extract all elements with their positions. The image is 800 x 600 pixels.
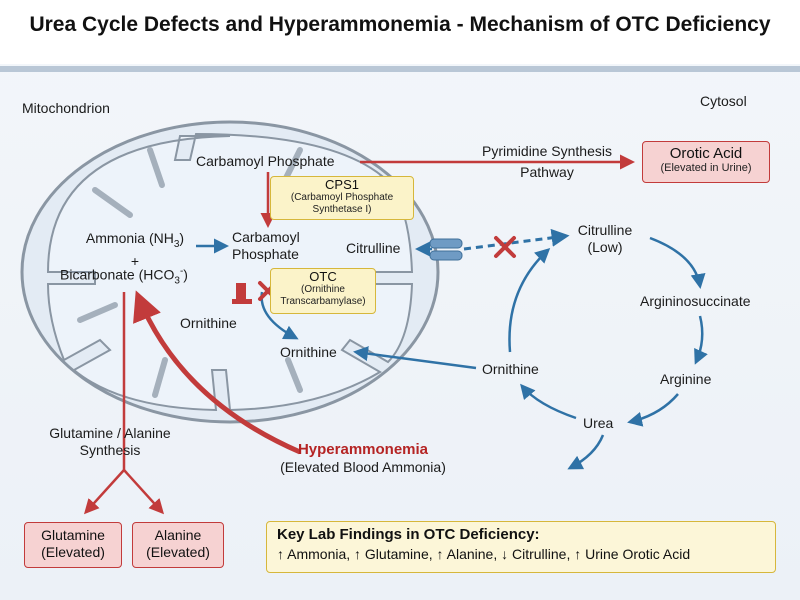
crista: [152, 357, 168, 398]
crista: [282, 147, 303, 183]
arrow-arginine-to-urea: [627, 393, 679, 427]
pyrimidine-line2: Pathway: [520, 164, 574, 180]
otc-inhibition-block: [232, 283, 252, 304]
pyrimidine-label: Pyrimidine Synthesis Pathway: [462, 143, 632, 181]
urea-label: Urea: [583, 415, 614, 431]
citrulline-cytosol-text: Citrulline: [577, 222, 633, 238]
orotic-acid-box: Orotic Acid (Elevated in Urine): [642, 141, 770, 183]
argininosuccinate-label: Argininosuccinate: [640, 293, 751, 309]
cps1-name: CPS1: [325, 177, 359, 192]
arrow-to-alanine: [123, 469, 165, 515]
crista: [285, 357, 303, 393]
synthesis-line1: Glutamine / Alanine: [49, 425, 171, 441]
cps1-enzyme-box: CPS1 (Carbamoyl Phosphate Synthetase I): [270, 176, 414, 220]
carbamoyl-line1: Carbamoyl: [232, 229, 300, 245]
arrow-urea-out: [567, 434, 605, 470]
arrow-hyperammonemia-feedback: [133, 290, 301, 455]
hyperammonemia-sub: (Elevated Blood Ammonia): [280, 459, 446, 475]
ammonia-text: Ammonia (NH: [85, 230, 174, 246]
block-x-transport: [494, 236, 516, 258]
pyrimidine-line1: Pyrimidine Synthesis: [482, 143, 612, 159]
bicarbonate-close: ): [183, 266, 188, 283]
citrulline-low-text: (Low): [587, 239, 623, 255]
bicarbonate-sub: 3: [174, 275, 180, 287]
ammonia-label: Ammonia (NH3) +: [70, 230, 200, 270]
arrow-argininosuccinate-to-arginine: [694, 315, 708, 365]
title-separator: [0, 66, 800, 72]
arginine-label: Arginine: [660, 371, 712, 387]
citrulline-mito: Citrulline: [346, 240, 401, 256]
cytosol-label: Cytosol: [700, 93, 747, 109]
arrow-citrulline-to-argininosuccinate: [649, 236, 706, 289]
citrulline-transporter: [429, 238, 463, 261]
citrulline-cytosol: Citrulline (Low): [560, 222, 650, 256]
alanine-box: Alanine (Elevated): [132, 522, 224, 568]
glutamine-sub: (Elevated): [41, 544, 105, 560]
crista: [92, 187, 133, 218]
ornithine-center: Ornithine: [280, 344, 337, 360]
carbamoyl-phosphate-mid: Carbamoyl Phosphate: [232, 229, 300, 263]
plus-sign: +: [130, 252, 140, 269]
otc-enzyme-box: OTC (Ornithine Transcarbamylase): [270, 268, 376, 314]
crista: [77, 302, 118, 323]
cps1-full-line2: Synthetase I): [312, 204, 372, 215]
arrow-to-glutamine: [83, 469, 125, 515]
synthesis-line2: Synthesis: [79, 442, 141, 458]
page-title: Urea Cycle Defects and Hyperammonemia - …: [29, 13, 771, 36]
arrow-ornithine-return: [353, 346, 477, 370]
cps1-full-line1: (Carbamoyl Phosphate: [290, 192, 394, 203]
title-bar: Urea Cycle Defects and Hyperammonemia - …: [0, 0, 800, 64]
arrow-urea-to-ornithine: [520, 383, 577, 420]
orotic-acid-name: Orotic Acid: [669, 145, 743, 162]
alanine-name: Alanine: [154, 527, 202, 543]
otc-name: OTC: [309, 269, 337, 284]
arrow-dashed-to-cytosol: [463, 228, 570, 251]
carbamoyl-line2: Phosphate: [232, 246, 299, 262]
glutamine-name: Glutamine: [41, 527, 105, 543]
glutamine-box: Glutamine (Elevated): [24, 522, 122, 568]
bicarbonate-text: Bicarbonate (HCO: [60, 266, 175, 283]
key-findings-title: Key Lab Findings in OTC Deficiency:: [277, 526, 540, 543]
ornithine-cytosol: Ornithine: [482, 361, 539, 377]
carbamoyl-phosphate-top: Carbamoyl Phosphate: [196, 153, 335, 169]
key-findings-box: Key Lab Findings in OTC Deficiency: ↑ Am…: [266, 521, 776, 573]
ornithine-left: Ornithine: [180, 315, 237, 331]
otc-full-line1: (Ornithine: [301, 284, 345, 295]
arrow-ornithine-to-citrulline: [508, 247, 551, 353]
ammonia-sub: 3: [173, 238, 180, 250]
bicarbonate-label: Bicarbonate (HCO3-): [60, 263, 188, 289]
otc-full-line2: Transcarbamylase): [280, 296, 366, 307]
synthesis-label: Glutamine / Alanine Synthesis: [30, 425, 190, 459]
ammonia-close: ): [179, 230, 185, 246]
hyperammonemia-label: Hyperammonemia (Elevated Blood Ammonia): [258, 441, 468, 476]
bicarbonate-sup: -: [179, 266, 184, 277]
hyperammonemia-title: Hyperammonemia: [297, 441, 429, 458]
crista: [147, 147, 165, 188]
mitochondrion-label: Mitochondrion: [22, 100, 110, 116]
key-findings-text: ↑ Ammonia, ↑ Glutamine, ↑ Alanine, ↓ Cit…: [277, 546, 691, 562]
alanine-sub: (Elevated): [146, 544, 210, 560]
orotic-acid-sub: (Elevated in Urine): [660, 162, 752, 174]
